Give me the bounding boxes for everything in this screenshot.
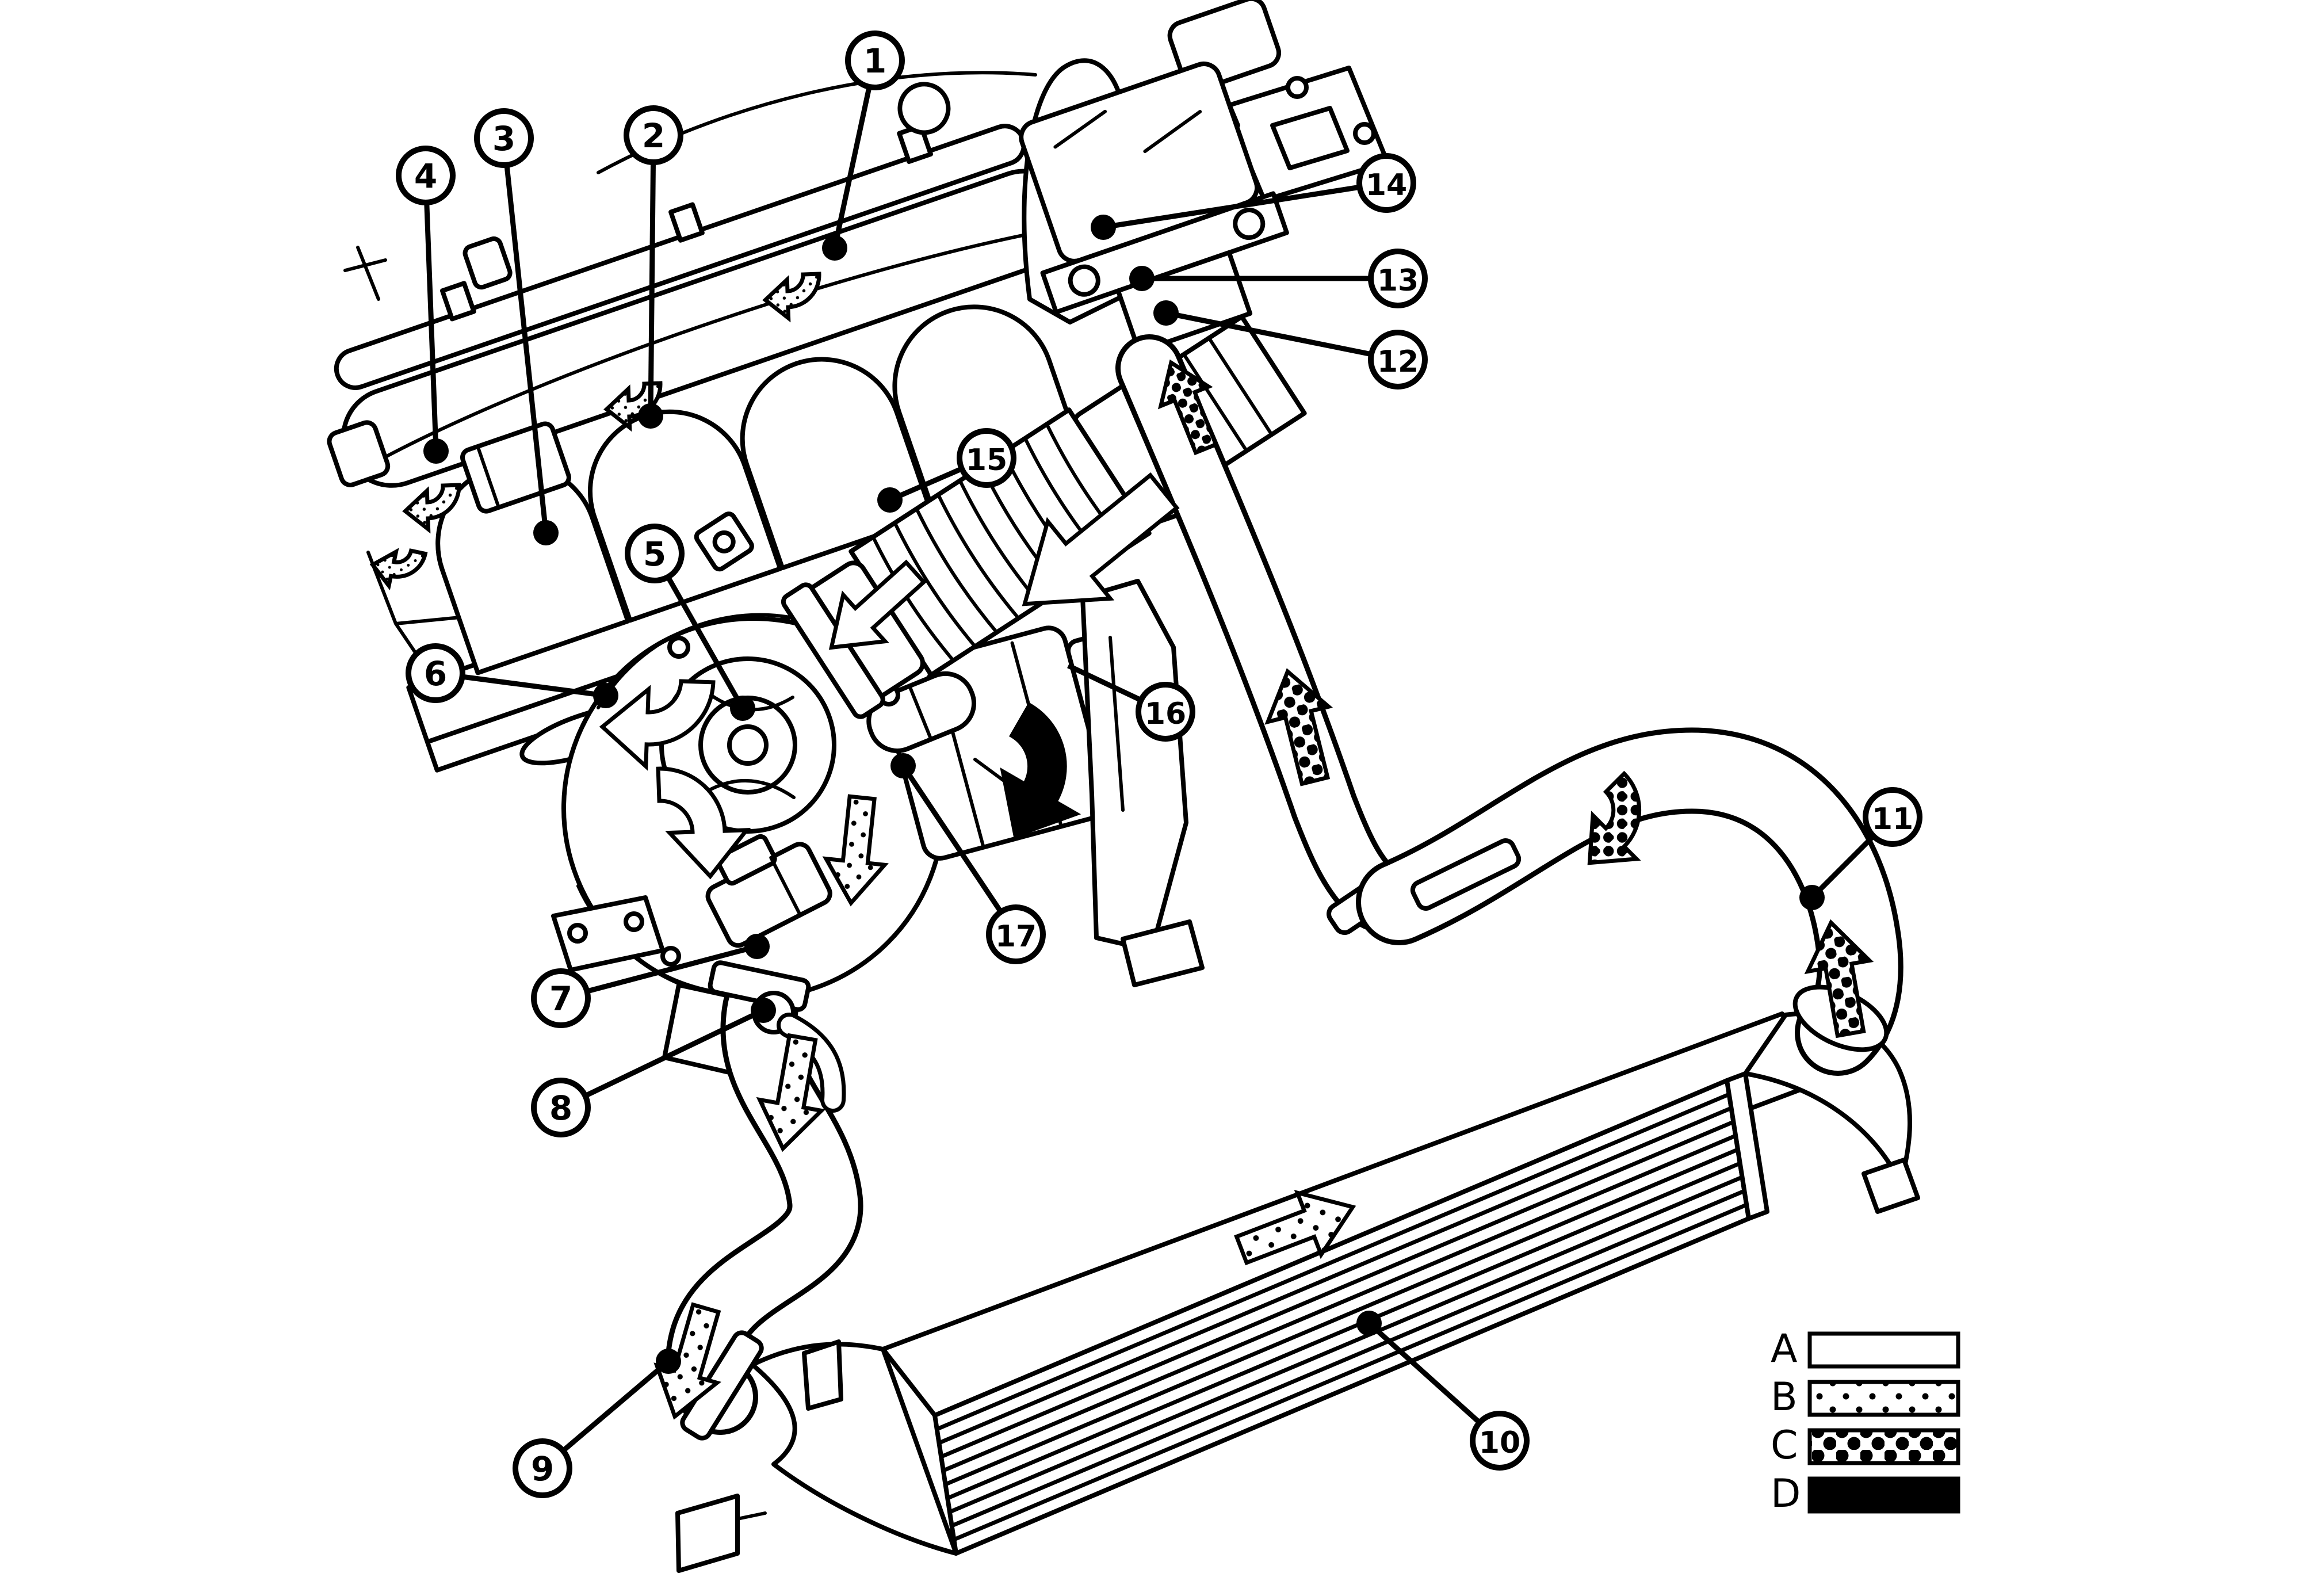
callout-circle [531,968,591,1028]
callout-circle [957,428,1016,488]
callout-circle [1368,249,1428,308]
throttle-body [1019,0,1289,354]
callout-5: 5 [625,524,755,721]
callout-number: 11 [1872,802,1913,837]
boost-sensor [705,834,832,948]
callout-3: 3 [474,108,559,545]
callout-number: 8 [549,1089,572,1128]
legend-swatch-plain [1807,1331,1960,1369]
callout-dot [730,696,755,721]
callout-circle [845,30,905,90]
callout-circle [513,1438,572,1498]
legend-row-C: C [1771,1423,1960,1468]
hose-clamp [1410,838,1522,911]
engine-block-lines [343,246,387,301]
callout-number: 3 [492,119,515,158]
duct-clamp-bolt [712,530,736,553]
callout-circle [474,108,534,168]
callout-number: 1 [863,41,886,81]
callout-number: 14 [1366,168,1407,203]
callout-number: 12 [1377,345,1419,379]
flow-arrow-b-icon [369,544,426,592]
callout-number: 10 [1479,1426,1520,1460]
callout-7: 7 [531,934,770,1028]
callout-13: 13 [1129,249,1428,308]
callout-number: 13 [1377,264,1419,298]
callout-9: 9 [513,1349,681,1498]
callout-dot [751,998,776,1023]
callout-circle [1863,787,1922,847]
callout-4: 4 [396,146,456,464]
callout-circle [406,643,465,703]
legend-swatch-dense-dots [1807,1428,1960,1465]
callout-number: 4 [414,156,437,196]
callout-15: 15 [877,428,1016,513]
callout-dot [1091,215,1116,240]
callout-number: 5 [643,534,666,574]
callout-dot [890,753,916,778]
callout-circle [396,146,456,205]
callout-11: 11 [1799,787,1922,910]
legend-swatch-sparse-dots [1807,1380,1960,1417]
callout-dot [822,235,847,261]
callout-1: 1 [822,30,905,261]
callout-circle [625,524,685,583]
callout-12: 12 [1153,300,1428,390]
callout-circle [1136,682,1195,742]
callout-14: 14 [1091,153,1416,240]
callout-number: 7 [549,979,572,1018]
callout-dot [877,487,903,513]
callout-number: 17 [995,919,1037,954]
legend-label: D [1771,1471,1801,1517]
callout-number: 2 [642,116,665,155]
callout-16: 16 [1067,663,1195,742]
callout-10: 10 [1356,1311,1530,1471]
callout-number: 15 [966,443,1007,478]
callout-circle [531,1078,591,1137]
callout-circle [1356,153,1416,213]
callout-6: 6 [406,643,618,708]
callout-2: 2 [624,105,683,429]
legend-row-A: A [1771,1326,1960,1372]
callout-dot [1356,1311,1382,1336]
callout-dot [638,403,663,429]
callout-number: 9 [531,1449,554,1488]
callout-8: 8 [531,998,776,1137]
callout-number: 16 [1145,697,1186,731]
callout-circle [1470,1411,1530,1471]
callout-circle [986,904,1046,964]
callout-dot [744,934,770,959]
callout-dot [1799,885,1825,910]
intercooler-outlet-hose [1356,727,1903,1076]
legend-label: B [1771,1374,1798,1420]
legend-label: A [1771,1326,1798,1372]
callout-circle [1368,330,1428,390]
turbo-bracket [1080,579,1188,953]
hose-clamp [680,1330,764,1441]
legend-swatch-solid [1807,1476,1960,1514]
callout-circle [624,105,683,165]
callout-number: 6 [424,654,447,693]
charge-pipe [1115,334,1432,935]
callout-dot [1153,300,1179,326]
legend-row-B: B [1771,1374,1960,1420]
callout-dot [423,438,449,464]
intercooler-fins [935,1092,1749,1542]
callout-dot [533,520,559,545]
callout-17: 17 [890,753,1046,964]
legend-label: C [1771,1423,1798,1468]
callout-dot [656,1349,681,1374]
intercooler [675,1011,1920,1573]
legend-row-D: D [1771,1471,1960,1517]
callout-dot [1129,266,1155,291]
callout-dot [593,683,618,708]
